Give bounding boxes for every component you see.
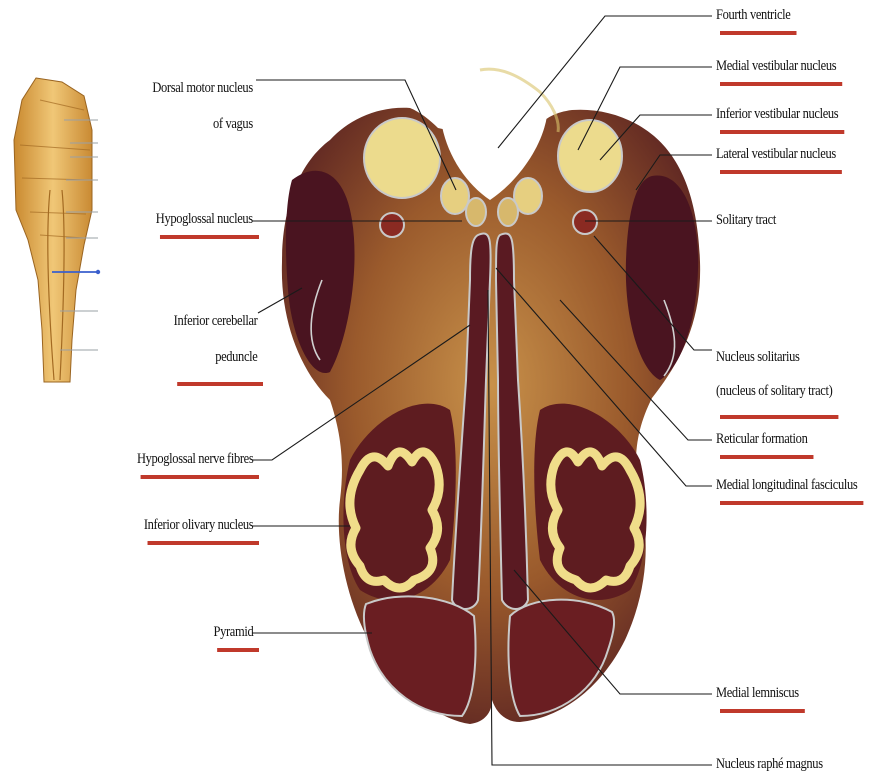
answer-underlines	[0, 0, 877, 782]
